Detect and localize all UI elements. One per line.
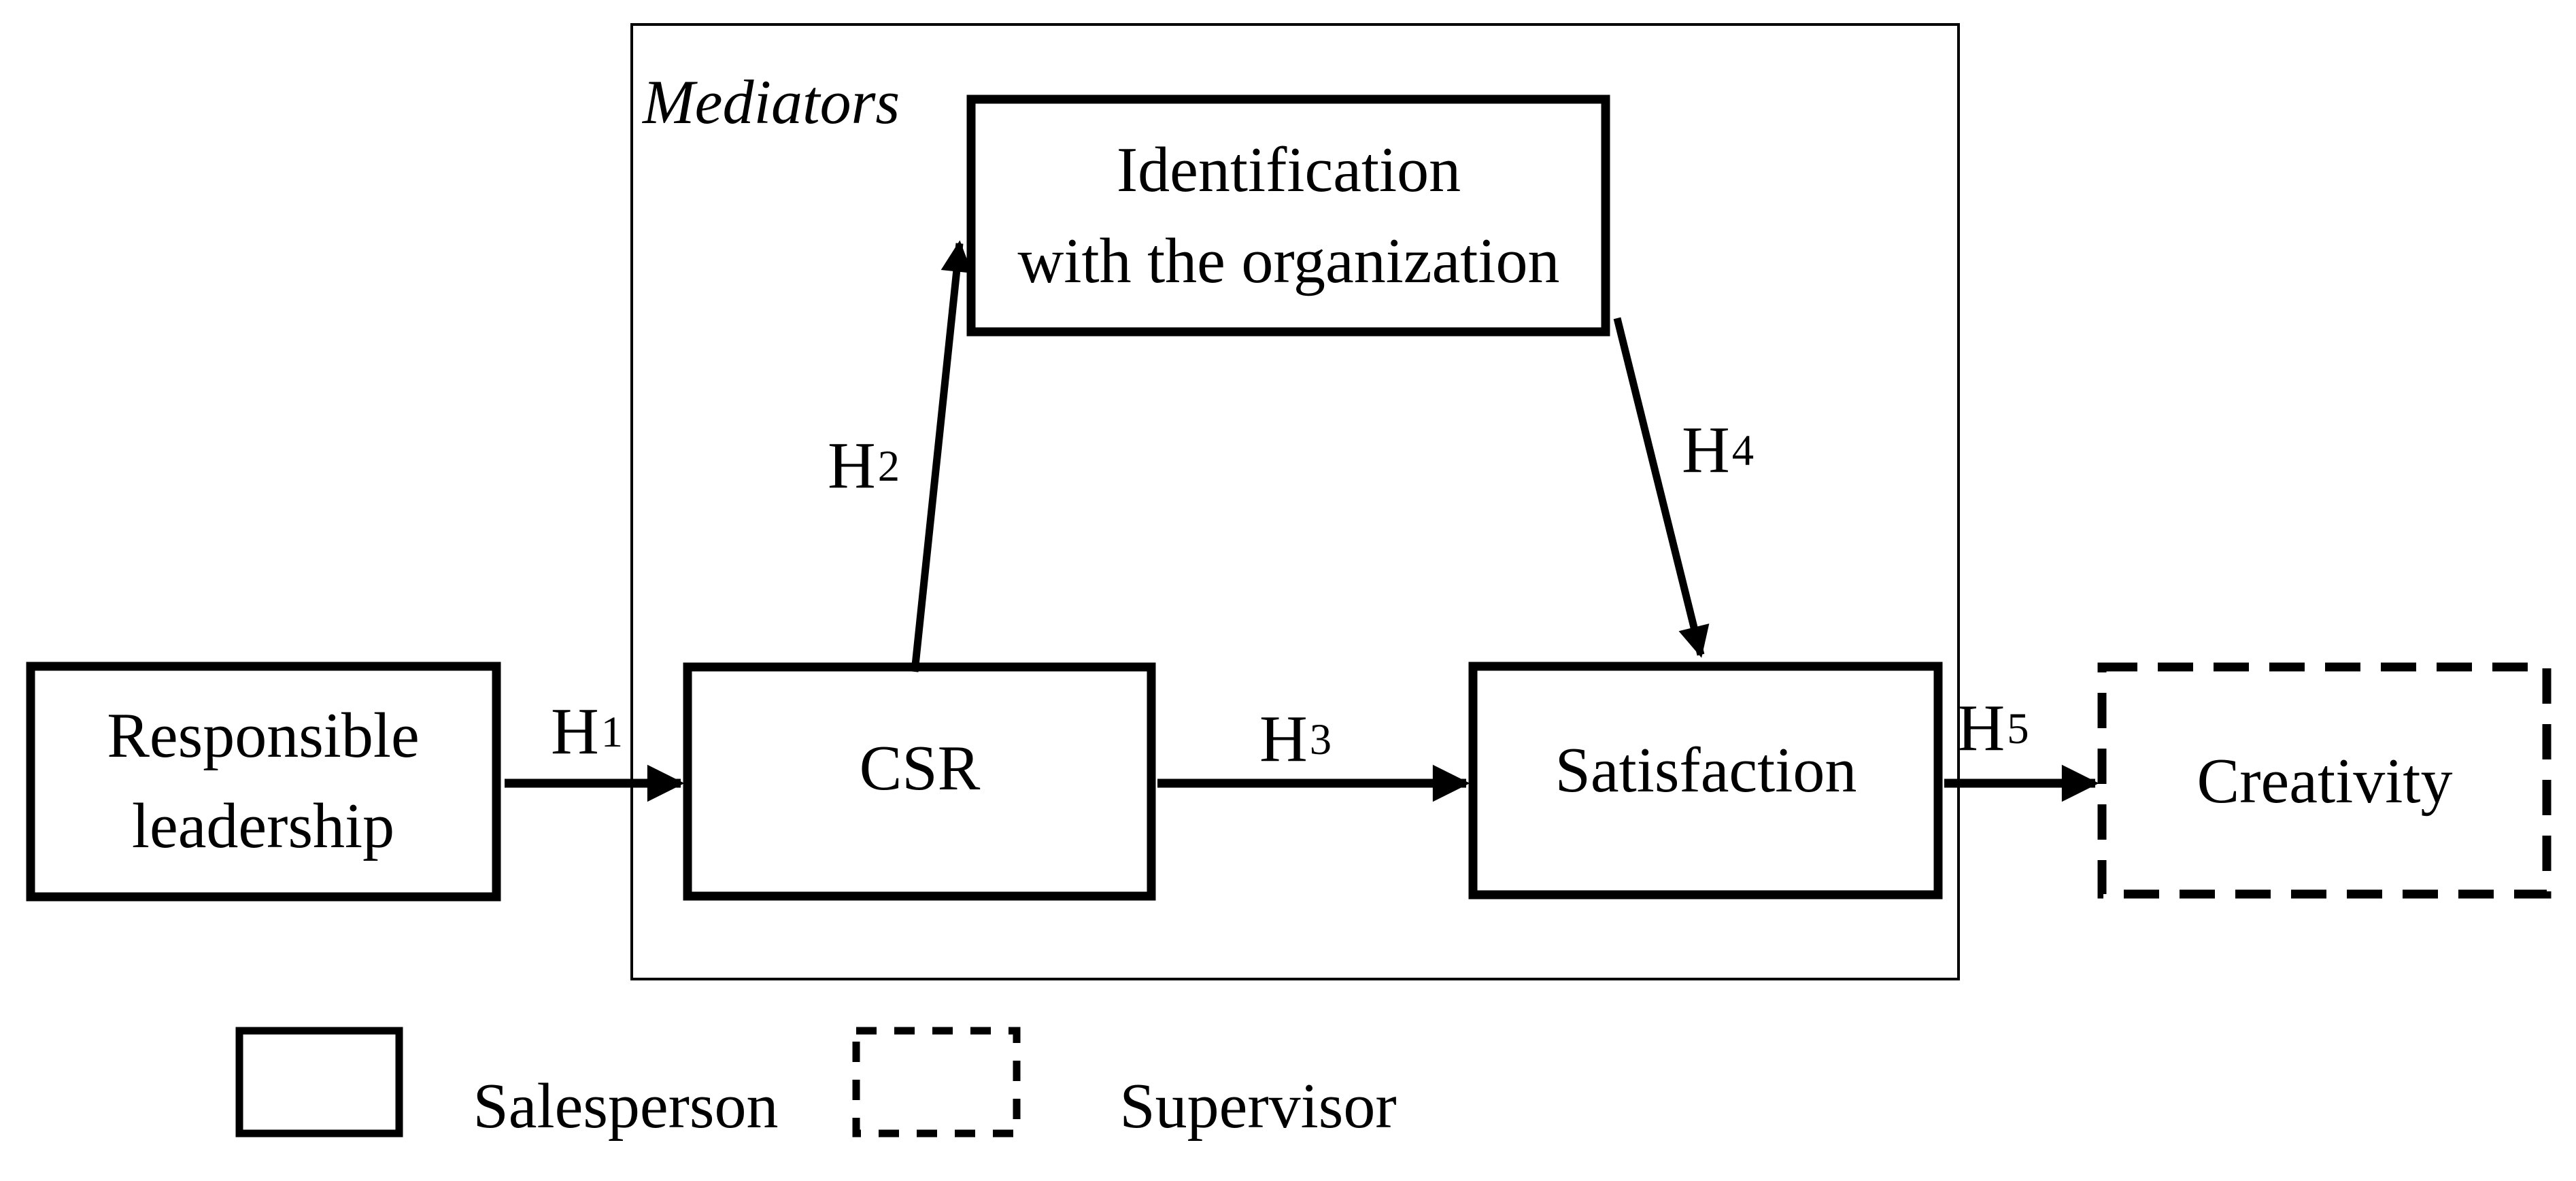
legend-supervisor-label: Supervisor xyxy=(1119,1071,1397,1142)
csr-label: CSR xyxy=(859,733,981,804)
h1-label-subscript: 1 xyxy=(600,706,624,756)
responsible-leadership-label-line1: Responsible xyxy=(107,700,420,771)
legend-salesperson-swatch xyxy=(235,1027,403,1137)
responsible-leadership-label: Responsible leadership xyxy=(26,662,501,901)
satisfaction-label: Satisfaction xyxy=(1555,734,1857,806)
identification-label-line2: with the organization xyxy=(1017,225,1560,296)
h5-label-base: H xyxy=(1956,691,2005,765)
h1-label-base: H xyxy=(550,695,599,768)
mediators-panel-label: Mediators xyxy=(643,67,900,137)
box-identification xyxy=(966,95,1610,337)
legend-salesperson-label: Salesperson xyxy=(473,1071,779,1142)
box-csr xyxy=(683,662,1156,901)
h4-label-subscript: 4 xyxy=(1731,425,1755,475)
h4-label-base: H xyxy=(1681,413,1730,487)
box-creativity xyxy=(2097,662,2552,899)
identification-label-line1: Identification xyxy=(1116,135,1461,206)
h3-label-base: H xyxy=(1259,702,1308,776)
identification-label: Identification with the organization xyxy=(967,95,1610,337)
h2-label-base: H xyxy=(827,429,876,502)
legend-supervisor-swatch xyxy=(852,1027,1021,1137)
creativity-label: Creativity xyxy=(2197,745,2453,817)
mediators-panel xyxy=(630,23,1960,980)
h3-label-subscript: 3 xyxy=(1309,714,1332,764)
box-responsible-leadership xyxy=(26,662,501,902)
box-satisfaction xyxy=(1468,662,1943,900)
responsible-leadership-label-line2: leadership xyxy=(131,791,395,861)
h5-label-subscript: 5 xyxy=(2007,703,2029,753)
arrow-h4 xyxy=(1613,317,1710,658)
arrow-h2 xyxy=(911,240,972,672)
h2-label-subscript: 2 xyxy=(877,441,900,490)
